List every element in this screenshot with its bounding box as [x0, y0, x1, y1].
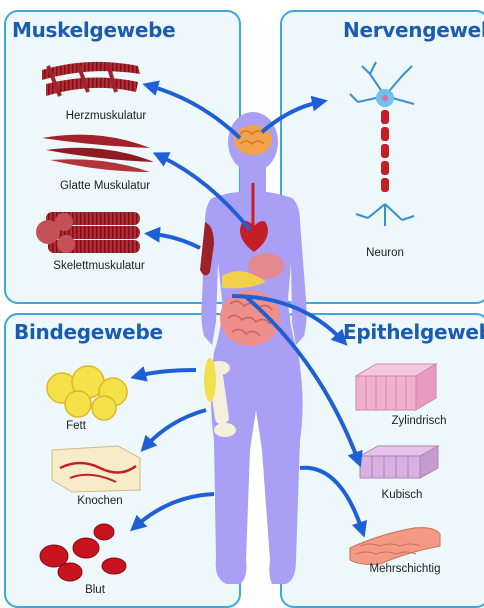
neuron-illustration — [350, 62, 414, 226]
axon-icon — [381, 110, 389, 192]
human-body-silhouette — [201, 112, 306, 584]
nervengewebe-title: Nervengewebe — [343, 18, 484, 42]
glatte-muskulatur-label: Glatte Muskulatur — [50, 180, 160, 192]
muskelgewebe-title: Muskelgewebe — [12, 18, 175, 42]
bindegewebe-title: Bindegewebe — [14, 320, 163, 344]
neuron-label: Neuron — [360, 247, 410, 259]
arrow-herzmuskulatur — [150, 86, 240, 138]
fett-illustration — [47, 366, 127, 420]
knochen-label: Knochen — [70, 495, 130, 507]
blut-label: Blut — [75, 584, 115, 596]
knochen-illustration — [52, 446, 140, 492]
mehrschichtig-illustration — [350, 528, 440, 565]
zylindrisch-illustration — [356, 364, 436, 410]
arrow-mehrschichtig — [300, 468, 362, 530]
blut-illustration — [40, 524, 126, 581]
arrow-neuron — [262, 102, 320, 132]
glatte-muskulatur-illustration — [42, 135, 154, 172]
skelettmuskulatur-illustration — [36, 212, 140, 253]
fett-label: Fett — [56, 420, 96, 432]
skelettmuskulatur-label: Skelettmuskulatur — [44, 260, 154, 272]
herzmuskulatur-label: Herzmuskulatur — [56, 110, 156, 122]
arrow-fett — [138, 370, 196, 376]
arrow-blut — [136, 494, 214, 526]
zylindrisch-label: Zylindrisch — [374, 415, 464, 427]
mehrschichtig-label: Mehrschichtig — [355, 563, 455, 575]
epithelgewebe-title: Epithelgewebe — [343, 320, 484, 344]
arrow-knochen — [146, 410, 206, 446]
herzmuskulatur-illustration — [42, 62, 140, 96]
arrow-skelettmuskulatur — [152, 234, 200, 248]
kubisch-illustration — [360, 446, 438, 478]
kubisch-label: Kubisch — [372, 489, 432, 501]
